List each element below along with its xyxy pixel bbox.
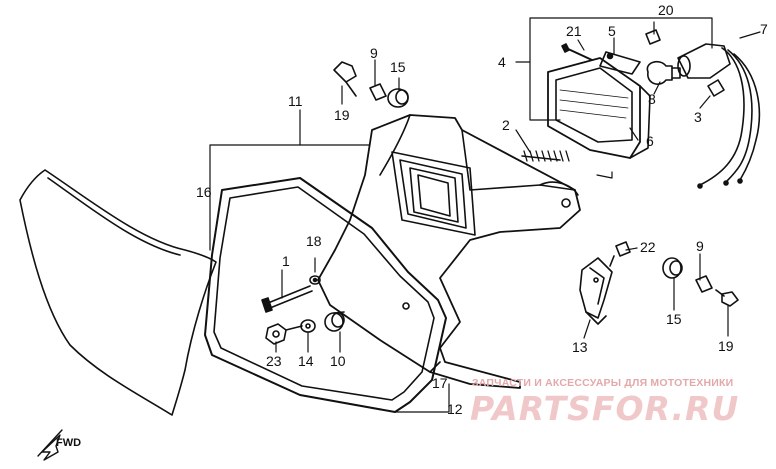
callout-8: 8	[648, 91, 656, 107]
callout-7: 7	[760, 21, 768, 37]
callout-11: 11	[288, 93, 303, 109]
part-13-bracket	[579, 257, 613, 325]
callout-4: 4	[498, 54, 506, 70]
part-23-nut	[265, 323, 287, 345]
callout-19-right: 19	[718, 338, 734, 354]
callout-1: 1	[282, 253, 290, 269]
callout-5: 5	[608, 23, 616, 39]
part-15-grommet-top	[387, 88, 409, 108]
part-7-socket-wires	[677, 43, 761, 189]
part-19-screw-top	[333, 61, 357, 97]
callout-18: 18	[306, 233, 322, 249]
callout-numbers: 1 2 3 4 5 6 7 8 9 9 10 11 12 13 14 15 15…	[196, 2, 768, 417]
callout-17: 17	[432, 375, 448, 391]
watermark-logo: PARTSFOR.RU	[470, 389, 739, 428]
callout-15-right: 15	[666, 311, 682, 327]
part-12-gasket	[204, 177, 447, 413]
part-5-clip	[599, 51, 641, 75]
part-19-screw-right	[715, 289, 739, 307]
part-9-collar-top	[369, 83, 387, 101]
callout-10: 10	[330, 353, 346, 369]
callout-12: 12	[447, 401, 463, 417]
callout-14: 14	[298, 353, 314, 369]
part-3-collar	[707, 79, 725, 97]
callout-21: 21	[566, 23, 582, 39]
callout-19-top: 19	[334, 107, 350, 123]
part-16-fender-flap	[19, 169, 217, 416]
callout-9-right: 9	[696, 238, 704, 254]
callout-2: 2	[502, 117, 510, 133]
part-15-grommet-right	[662, 257, 683, 279]
callout-3: 3	[694, 109, 702, 125]
part-10-grommet	[324, 311, 345, 332]
part-1-screw	[261, 285, 313, 313]
part-20-screw	[645, 29, 661, 45]
watermark-tagline: ЗАПЧАСТИ И АКСЕССУАРЫ ДЛЯ МОТОТЕХНИКИ	[472, 377, 733, 389]
callout-9-top: 9	[370, 45, 378, 61]
callout-6: 6	[646, 133, 654, 149]
callout-15-top: 15	[390, 59, 406, 75]
leader-lines	[209, 17, 761, 413]
callout-23: 23	[266, 353, 282, 369]
callout-13: 13	[572, 339, 588, 355]
part-14-bolt	[285, 319, 316, 333]
part-11-bracket-housing	[317, 114, 581, 389]
callout-16: 16	[196, 184, 212, 200]
callout-20: 20	[658, 2, 674, 18]
fwd-label: FWD	[56, 437, 81, 449]
part-22-screw	[609, 241, 631, 267]
part-2-spring	[521, 150, 570, 162]
callout-22: 22	[640, 239, 656, 255]
part-18-washer	[309, 275, 321, 285]
part-6-lamp-lens	[547, 57, 651, 159]
fwd-arrow	[37, 429, 63, 461]
part-9-collar-right	[695, 275, 713, 293]
part-21-screw	[561, 43, 593, 61]
part-8-bulb	[646, 60, 681, 85]
